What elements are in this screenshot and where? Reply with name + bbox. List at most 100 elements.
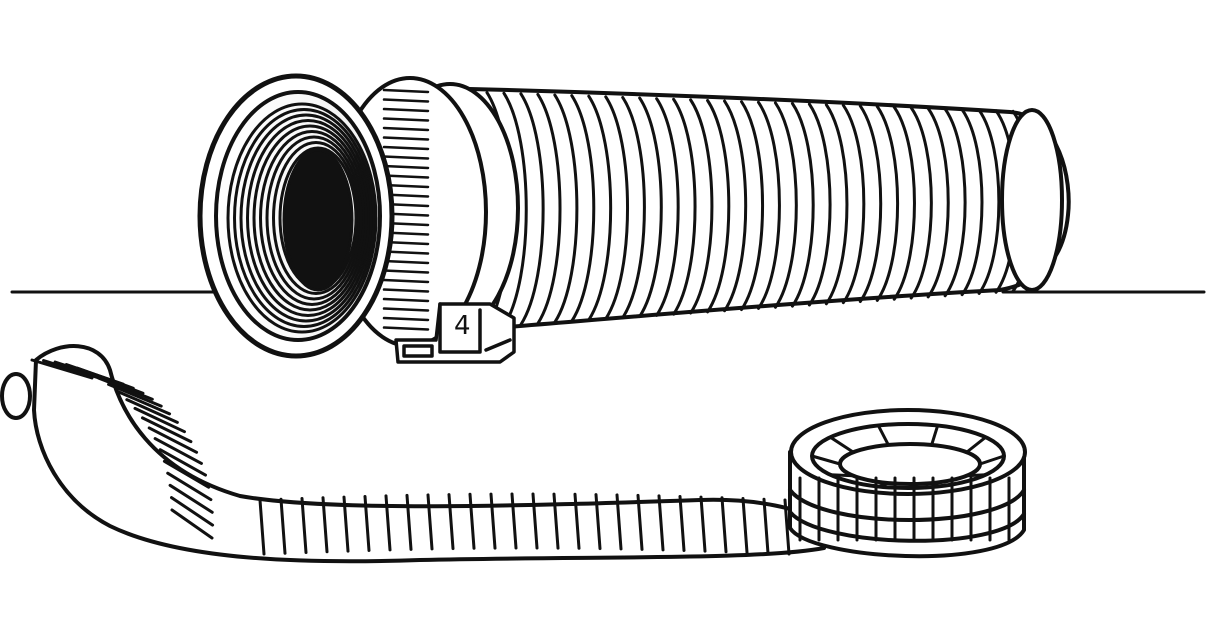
bottom-hose-rib (384, 494, 392, 552)
bottom-hose-rib (158, 448, 207, 477)
bottom-hose-rib (107, 382, 163, 408)
inner-ring (233, 108, 375, 328)
knurl-line (382, 88, 430, 94)
bottom-hose-tube (32, 344, 826, 564)
hose-rib (502, 91, 528, 328)
knurl-line (382, 117, 430, 122)
roll-inner-tick (930, 424, 940, 447)
corrugated-hose-icon: 4 (197, 73, 1071, 364)
roll-inner-tick (810, 454, 842, 466)
knurl-line (382, 297, 430, 303)
bottom-hose-rib (426, 493, 434, 551)
inner-ring (226, 102, 378, 334)
knurl-line (382, 316, 430, 322)
knurl-line (382, 278, 430, 284)
bottom-hose-rib (741, 497, 749, 555)
coiled-hose-icon (0, 344, 1027, 564)
bottom-hose-rib (468, 492, 476, 550)
knurl-line (382, 307, 430, 312)
bottom-hose-rib (342, 495, 350, 553)
roll-inner-tick (930, 481, 940, 488)
hose-rib (553, 93, 579, 324)
roll-inner-tick (876, 424, 890, 447)
hose-rib (655, 97, 680, 317)
knurl-line (382, 136, 430, 141)
bottom-hose-rib (783, 498, 791, 556)
hose-rib (960, 108, 984, 297)
hose-rib (536, 92, 562, 325)
hose-rib (875, 105, 900, 302)
bottom-hose-rib (162, 459, 211, 489)
hose-rib (807, 102, 832, 307)
bottom-hose-rib (168, 483, 214, 514)
bottom-hose-rib (363, 494, 371, 552)
bottom-hose-rib (531, 492, 539, 550)
bottom-hose-rib (489, 492, 497, 550)
roll-inner-tick (965, 435, 988, 454)
knurl-line (382, 107, 430, 113)
hose-rib (519, 92, 545, 327)
hose-rib (977, 108, 1001, 295)
hose-rib (706, 98, 731, 314)
hose-hang-loop (0, 372, 32, 420)
hose-rib (858, 104, 883, 304)
hose-bore (282, 148, 354, 292)
roll-inner-tick (965, 473, 988, 478)
knurl-line (382, 259, 430, 265)
hose-rib (672, 97, 697, 316)
hose-rib (773, 101, 798, 309)
hose-rib (723, 99, 748, 313)
inner-ring (265, 135, 363, 301)
bottom-hose-rib (405, 493, 413, 551)
roll-inner-tick (828, 473, 855, 478)
hose-rib (841, 103, 866, 305)
inner-ring (259, 130, 365, 306)
hose-rib (756, 100, 781, 310)
bottom-hose-rib (594, 493, 602, 551)
knurl-line (382, 269, 430, 274)
bottom-hose-rib (300, 497, 308, 555)
inner-ring (239, 113, 373, 323)
bottom-hose-rib (125, 398, 179, 424)
bottom-hose-ribs (30, 358, 791, 556)
bottom-hose-rib (133, 406, 186, 434)
knurl-line (382, 145, 430, 151)
bottom-hose-rib (678, 494, 686, 552)
bottom-hose-rib (258, 498, 266, 556)
hose-rib (740, 100, 765, 312)
hose-rib (689, 98, 714, 315)
hose-rib (943, 107, 967, 298)
bottom-hose-rib (615, 493, 623, 551)
bottom-hose-rib (720, 496, 728, 554)
knurl-line (382, 155, 430, 160)
inner-ring (272, 141, 360, 295)
bottom-hose-rib (636, 493, 644, 551)
knurl-line (382, 174, 430, 179)
bottom-hose-rib (97, 376, 154, 401)
inner-ring (252, 124, 368, 312)
hose-rib (638, 96, 663, 318)
roll-inner-tick (978, 454, 1006, 466)
hose-rib (824, 103, 849, 306)
bottom-hose-rib (116, 390, 172, 416)
hose-rib (926, 106, 950, 299)
bottom-hose-rib (573, 492, 581, 550)
inner-ring (246, 119, 370, 317)
bottom-hose-rib (153, 437, 203, 465)
bottom-hose-rib (86, 371, 145, 395)
knurled-band (382, 88, 430, 331)
knurl-line (382, 126, 430, 132)
roll-inner-tick (876, 481, 890, 488)
knurl-line (382, 288, 430, 293)
hose-rib (587, 94, 613, 322)
bottom-hose-rib (140, 416, 193, 444)
roll-inner-tick (828, 435, 855, 454)
knurl-line (382, 98, 430, 103)
bottom-hose-rib (447, 493, 455, 551)
hose-rib (892, 105, 916, 301)
hose-roll-ticks (798, 424, 1011, 542)
knurl-line (382, 164, 430, 170)
bottom-hose-rib (552, 492, 560, 550)
bottom-hose-rib (699, 495, 707, 553)
bottom-hose-rib (30, 358, 94, 380)
